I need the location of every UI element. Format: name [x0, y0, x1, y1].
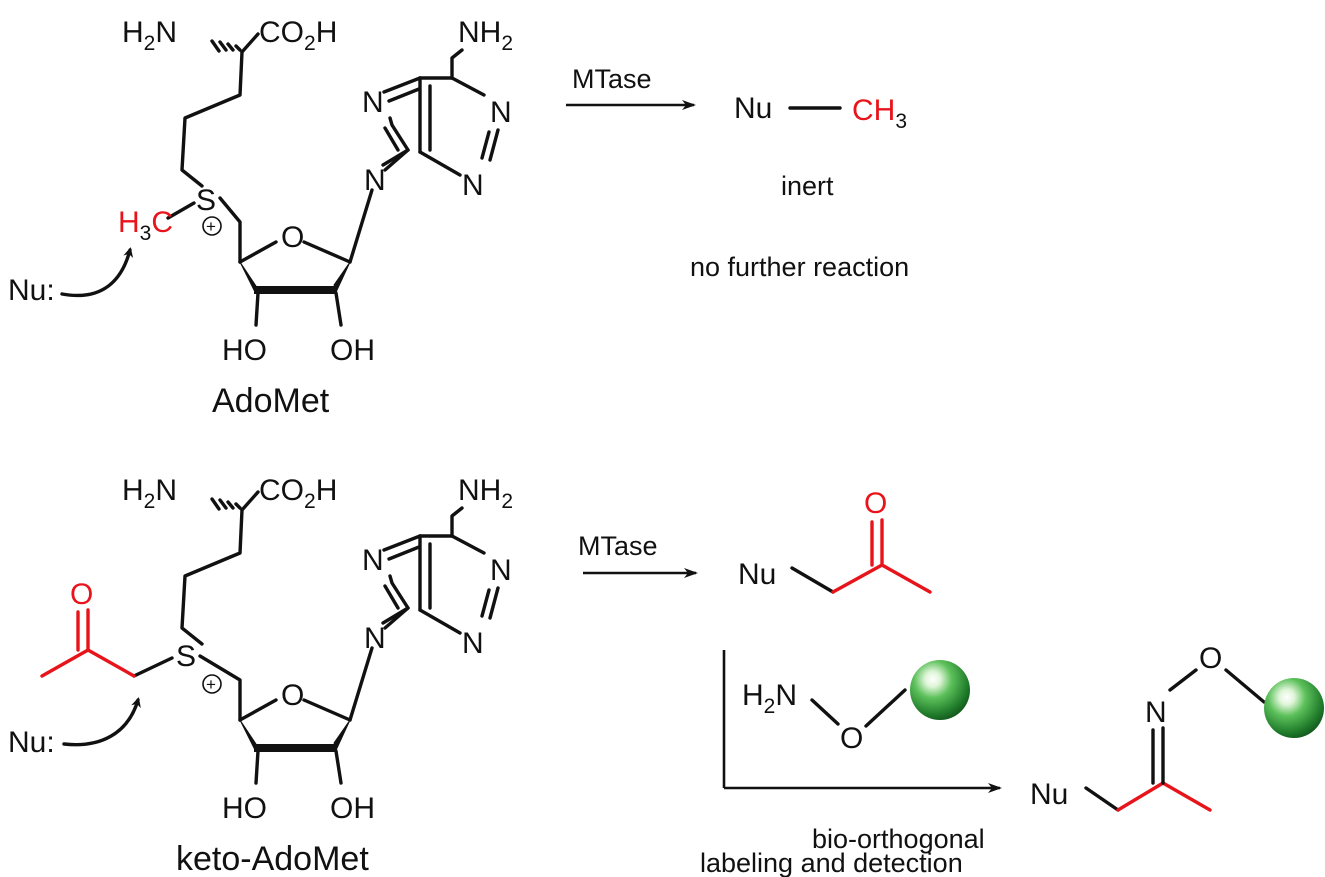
no-further-reaction-note: no further reaction: [690, 252, 909, 282]
labeling-arrow: [722, 650, 1002, 793]
oxime-n-label: N: [1145, 696, 1167, 729]
ribose-ring-2: O HO OH: [222, 679, 375, 825]
methyl-label: H3C: [118, 206, 173, 245]
nucleophile-label-2: Nu:: [8, 726, 55, 759]
inert-note: inert: [781, 171, 834, 201]
adomet-structure: H2N CO2H S + H3C O: [8, 16, 513, 420]
nucleophile-label: Nu:: [8, 274, 55, 307]
ribose-ring: O HO OH: [222, 221, 375, 367]
sulfur-label-2: S: [176, 640, 196, 673]
oxime-nu-label: Nu: [1030, 778, 1068, 811]
top-reaction-arrow: MTase: [566, 64, 696, 110]
adenine-ring: N N NH2 N N: [362, 16, 513, 202]
adenine-ring-2: N N NH2 N N: [362, 474, 513, 660]
product-bead-icon: [1264, 678, 1324, 738]
oxime-product: Nu N O: [1030, 642, 1324, 812]
amino-label: NH2: [458, 16, 513, 55]
ketone-product-nu-label: Nu: [738, 558, 776, 591]
stereo-hash-bond-2: [210, 497, 242, 511]
svg-text:+: +: [206, 217, 216, 236]
ketone-product: Nu O: [738, 487, 932, 594]
reagent-bead-icon: [910, 660, 970, 720]
reagent-amine-label: H2N: [742, 679, 797, 718]
caption-bio-orthogonal: bio-orthogonal: [812, 824, 985, 854]
hydroxyl-left-label-2: HO: [222, 792, 267, 825]
carboxyl-label-2: CO2H: [259, 474, 337, 513]
n7-label: N: [362, 86, 384, 119]
ketone-oxygen-label: O: [864, 487, 887, 520]
amino-label-2: NH2: [458, 474, 513, 513]
oxime-o-label: O: [1199, 642, 1222, 675]
methylated-product: Nu CH3: [734, 92, 907, 133]
stereo-hash-bond: [210, 39, 242, 53]
n3-label-2: N: [462, 627, 484, 660]
svg-text:+: +: [206, 675, 216, 694]
carboxyl-label: CO2H: [259, 16, 337, 55]
bottom-reaction-arrow: MTase: [578, 531, 698, 578]
n9-label-2: N: [364, 622, 386, 655]
product-methyl-label: CH3: [852, 94, 907, 133]
n7-label-2: N: [362, 544, 384, 577]
caption-labeling-detection: labeling and detection: [700, 848, 963, 877]
keto-oxygen-label: O: [70, 578, 93, 611]
product-nu-label: Nu: [734, 92, 772, 125]
sulfur-label: S: [196, 184, 216, 217]
n3-label: N: [462, 169, 484, 202]
adomet-name: AdoMet: [212, 382, 330, 420]
n9-label: N: [364, 164, 386, 197]
keto-adomet-structure: H2N CO2H S + O O HO OH: [8, 474, 513, 877]
ring-oxygen-label: O: [281, 221, 304, 254]
hydroxyl-right-label: OH: [330, 334, 375, 367]
ring-oxygen-label-2: O: [281, 679, 304, 712]
bottom-enzyme-label: MTase: [578, 531, 658, 561]
hydroxylamine-reagent: H2N O: [742, 660, 970, 755]
reagent-oxygen-label: O: [840, 722, 863, 755]
keto-adomet-name: keto-AdoMet: [176, 840, 369, 877]
amine-label: H2N: [122, 16, 177, 55]
hydroxyl-right-label-2: OH: [330, 792, 375, 825]
hydroxyl-left-label: HO: [222, 334, 267, 367]
n1-label-2: N: [490, 554, 512, 587]
n1-label: N: [490, 96, 512, 129]
top-enzyme-label: MTase: [572, 64, 652, 94]
amine-label-2: H2N: [122, 474, 177, 513]
